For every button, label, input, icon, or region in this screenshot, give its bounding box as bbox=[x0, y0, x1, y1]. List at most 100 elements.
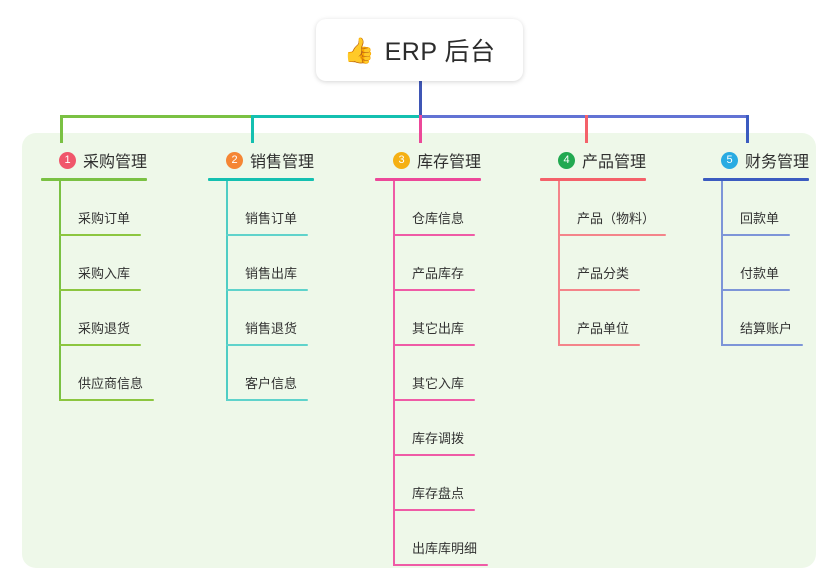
branch-rule-2 bbox=[208, 178, 314, 181]
list-item[interactable]: 采购入库 bbox=[41, 236, 171, 291]
branch-badge-2: 2 bbox=[226, 151, 243, 169]
list-item-rule bbox=[558, 234, 666, 236]
branch-column-1: 1 采购管理 采购订单 采购入库 采购退货 供应商信息 bbox=[41, 147, 171, 401]
list-item-rule bbox=[558, 289, 640, 291]
list-item-label: 销售出库 bbox=[245, 266, 298, 281]
list-item-label: 采购订单 bbox=[78, 211, 131, 226]
branch-rule-3 bbox=[375, 178, 481, 181]
list-item[interactable]: 采购订单 bbox=[41, 181, 171, 236]
drop-connector-4 bbox=[585, 115, 588, 143]
branch-badge-1: 1 bbox=[59, 151, 76, 169]
list-item[interactable]: 供应商信息 bbox=[41, 346, 171, 401]
branch-children-4: 产品（物料） 产品分类 产品单位 bbox=[540, 181, 685, 346]
list-item[interactable]: 采购退货 bbox=[41, 291, 171, 346]
list-item-label: 产品（物料） bbox=[577, 211, 656, 226]
list-item-rule bbox=[59, 399, 154, 401]
branch-header-1[interactable]: 1 采购管理 bbox=[41, 147, 171, 173]
list-item-label: 客户信息 bbox=[245, 376, 298, 391]
branch-title-4: 产品管理 bbox=[582, 154, 647, 171]
list-item[interactable]: 库存盘点 bbox=[375, 456, 505, 511]
list-item-rule bbox=[721, 344, 803, 346]
list-item-label: 结算账户 bbox=[740, 321, 793, 336]
branch-header-3[interactable]: 3 库存管理 bbox=[375, 147, 505, 173]
branch-children-3: 仓库信息 产品库存 其它出库 其它入库 库存调拨 库存盘点 bbox=[375, 181, 505, 566]
list-item-rule bbox=[59, 234, 141, 236]
list-item[interactable]: 仓库信息 bbox=[375, 181, 505, 236]
list-item-rule bbox=[226, 234, 308, 236]
drop-connector-1 bbox=[60, 115, 63, 143]
list-item-label: 产品单位 bbox=[577, 321, 630, 336]
list-item-label: 产品分类 bbox=[577, 266, 630, 281]
list-item-label: 库存调拨 bbox=[412, 431, 465, 446]
list-item[interactable]: 客户信息 bbox=[208, 346, 338, 401]
branch-stem-3 bbox=[393, 181, 395, 566]
list-item[interactable]: 付款单 bbox=[703, 236, 833, 291]
list-item-label: 采购入库 bbox=[78, 266, 131, 281]
list-item[interactable]: 回款单 bbox=[703, 181, 833, 236]
list-item[interactable]: 销售订单 bbox=[208, 181, 338, 236]
list-item-rule bbox=[226, 399, 308, 401]
bus-connector-segment-green bbox=[60, 115, 253, 118]
list-item-rule bbox=[393, 399, 475, 401]
list-item-rule bbox=[226, 344, 308, 346]
branch-rule-5 bbox=[703, 178, 809, 181]
list-item-rule bbox=[226, 289, 308, 291]
branch-column-2: 2 销售管理 销售订单 销售出库 销售退货 客户信息 bbox=[208, 147, 338, 401]
list-item-rule bbox=[558, 344, 640, 346]
list-item-rule bbox=[721, 289, 790, 291]
branch-column-3: 3 库存管理 仓库信息 产品库存 其它出库 其它入库 库存调拨 bbox=[375, 147, 505, 566]
list-item-rule bbox=[59, 344, 141, 346]
list-item-rule bbox=[393, 509, 475, 511]
bus-connector-right bbox=[420, 115, 748, 118]
list-item-label: 销售退货 bbox=[245, 321, 298, 336]
branch-badge-5: 5 bbox=[721, 151, 738, 169]
branch-column-4: 4 产品管理 产品（物料） 产品分类 产品单位 bbox=[540, 147, 685, 346]
branch-children-5: 回款单 付款单 结算账户 bbox=[703, 181, 833, 346]
branch-children-1: 采购订单 采购入库 采购退货 供应商信息 bbox=[41, 181, 171, 401]
list-item[interactable]: 产品库存 bbox=[375, 236, 505, 291]
root-title: ERP 后台 bbox=[384, 38, 496, 66]
list-item-label: 产品库存 bbox=[412, 266, 465, 281]
list-item[interactable]: 产品分类 bbox=[540, 236, 685, 291]
branch-header-4[interactable]: 4 产品管理 bbox=[540, 147, 685, 173]
list-item[interactable]: 库存调拨 bbox=[375, 401, 505, 456]
list-item[interactable]: 销售退货 bbox=[208, 291, 338, 346]
drop-connector-3 bbox=[419, 115, 422, 143]
branch-header-2[interactable]: 2 销售管理 bbox=[208, 147, 338, 173]
list-item-label: 仓库信息 bbox=[412, 211, 465, 226]
list-item[interactable]: 其它入库 bbox=[375, 346, 505, 401]
list-item-label: 其它出库 bbox=[412, 321, 465, 336]
branch-column-5: 5 财务管理 回款单 付款单 结算账户 bbox=[703, 147, 833, 346]
list-item[interactable]: 结算账户 bbox=[703, 291, 833, 346]
list-item[interactable]: 销售出库 bbox=[208, 236, 338, 291]
list-item[interactable]: 产品单位 bbox=[540, 291, 685, 346]
list-item[interactable]: 其它出库 bbox=[375, 291, 505, 346]
list-item[interactable]: 出库库明细 bbox=[375, 511, 505, 566]
branch-stem-1 bbox=[59, 181, 61, 401]
branch-title-1: 采购管理 bbox=[83, 154, 148, 171]
branch-header-5[interactable]: 5 财务管理 bbox=[703, 147, 833, 173]
thumbs-up-icon: 👍 bbox=[343, 35, 375, 65]
branch-badge-3: 3 bbox=[393, 151, 410, 169]
branch-children-2: 销售订单 销售出库 销售退货 客户信息 bbox=[208, 181, 338, 401]
list-item-label: 付款单 bbox=[740, 266, 780, 281]
branch-badge-4: 4 bbox=[558, 151, 575, 169]
branch-rule-1 bbox=[41, 178, 147, 181]
list-item-label: 供应商信息 bbox=[78, 376, 144, 391]
list-item[interactable]: 产品（物料） bbox=[540, 181, 685, 236]
list-item-rule bbox=[393, 564, 488, 566]
root-stem-connector bbox=[419, 81, 422, 117]
list-item-rule bbox=[393, 454, 475, 456]
branch-title-5: 财务管理 bbox=[745, 154, 810, 171]
list-item-label: 其它入库 bbox=[412, 376, 465, 391]
content-panel bbox=[22, 133, 816, 568]
list-item-label: 库存盘点 bbox=[412, 486, 465, 501]
list-item-rule bbox=[393, 234, 475, 236]
list-item-label: 回款单 bbox=[740, 211, 780, 226]
branch-stem-5 bbox=[721, 181, 723, 346]
branch-stem-4 bbox=[558, 181, 560, 346]
list-item-label: 采购退货 bbox=[78, 321, 131, 336]
list-item-label: 出库库明细 bbox=[412, 541, 478, 556]
root-node[interactable]: 👍 ERP 后台 bbox=[316, 19, 523, 81]
